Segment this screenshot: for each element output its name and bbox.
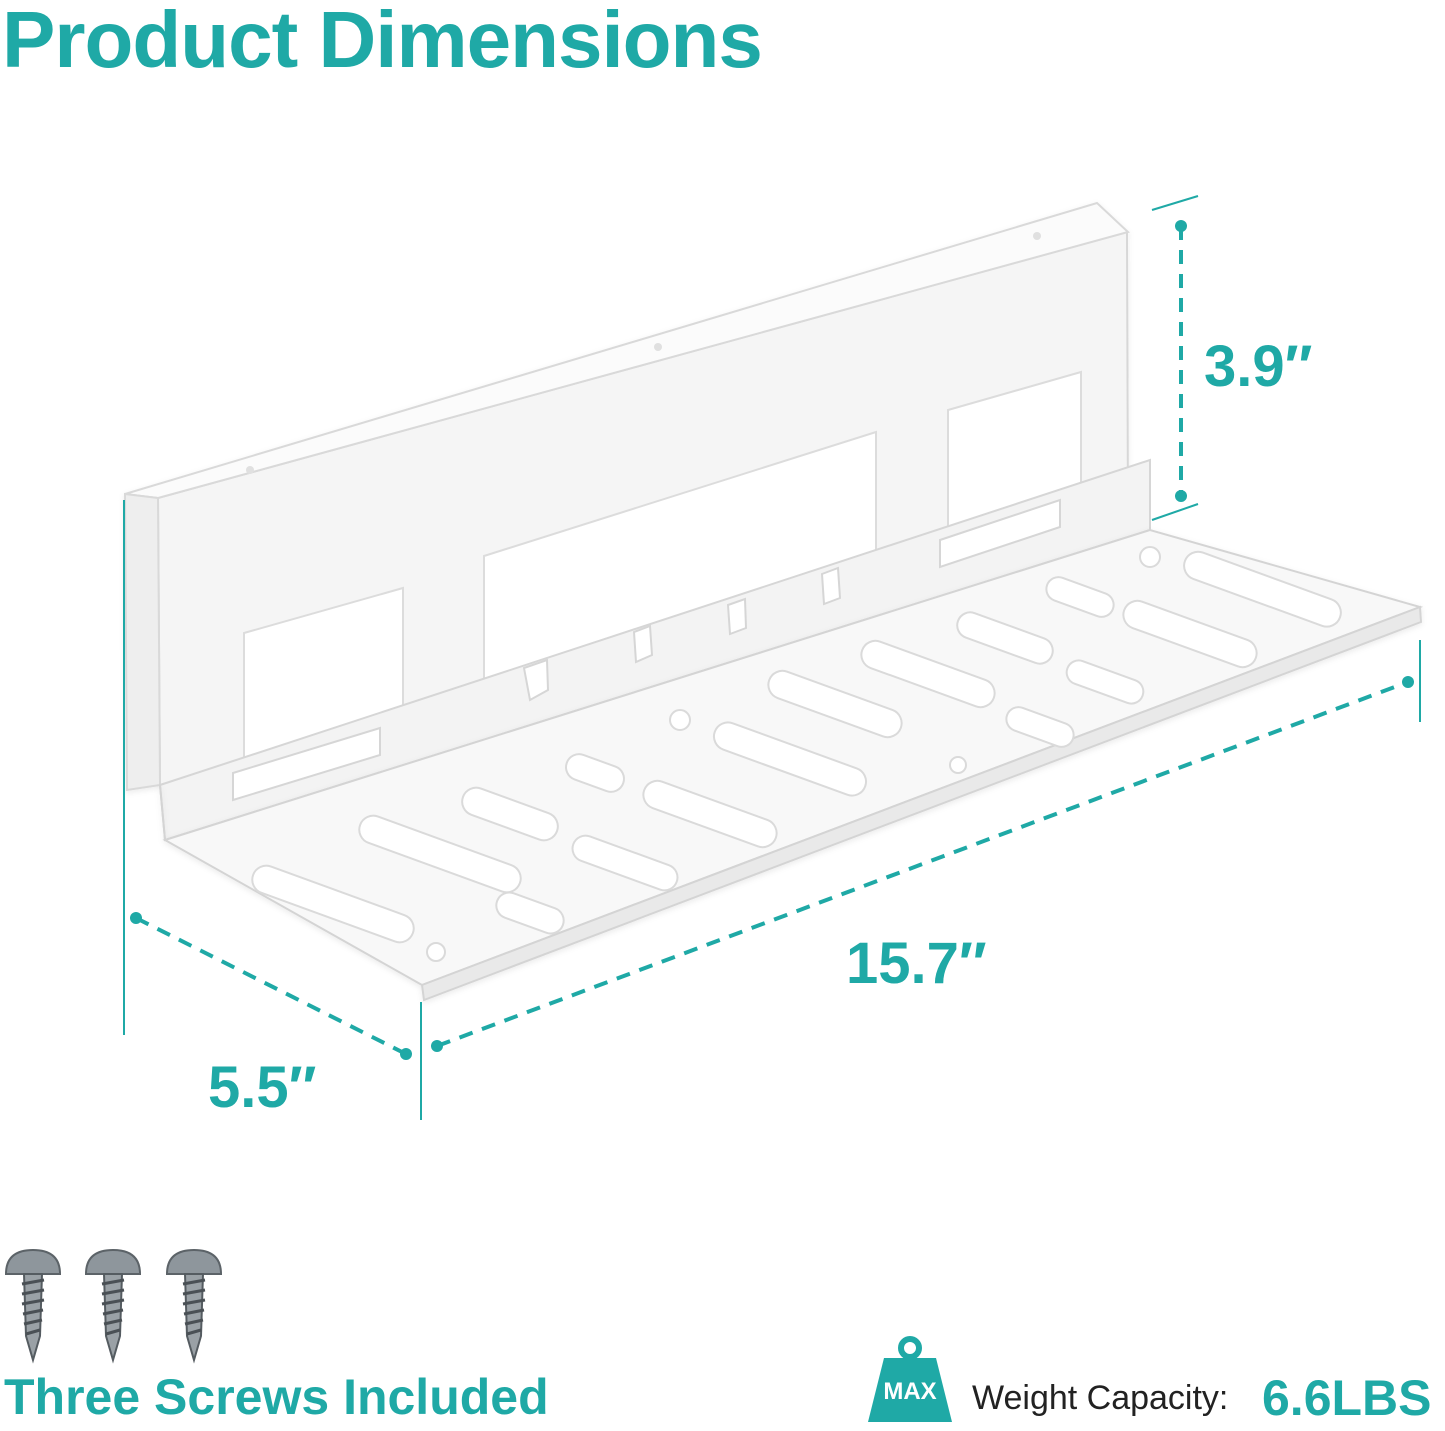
screws-group [4,1248,223,1364]
page-title: Product Dimensions [2,0,763,84]
screw-icon [165,1248,223,1364]
height-dimension: 3.9″ [1204,334,1313,399]
screw-icon [4,1248,62,1364]
screws-included-label: Three Screws Included [4,1369,549,1425]
weight-icon: MAX [866,1334,954,1426]
shelf-base [159,528,1424,1002]
depth-dimension: 5.5″ [208,1055,317,1120]
shelf-front-rail [158,458,1151,842]
dimension-lines [123,195,1421,1120]
max-badge-text: MAX [883,1378,937,1405]
weight-capacity-label: Weight Capacity: [972,1379,1229,1417]
length-dimension: 15.7″ [846,931,987,996]
weight-capacity-value: 6.6LBS [1262,1370,1432,1426]
screw-icon [84,1248,142,1364]
